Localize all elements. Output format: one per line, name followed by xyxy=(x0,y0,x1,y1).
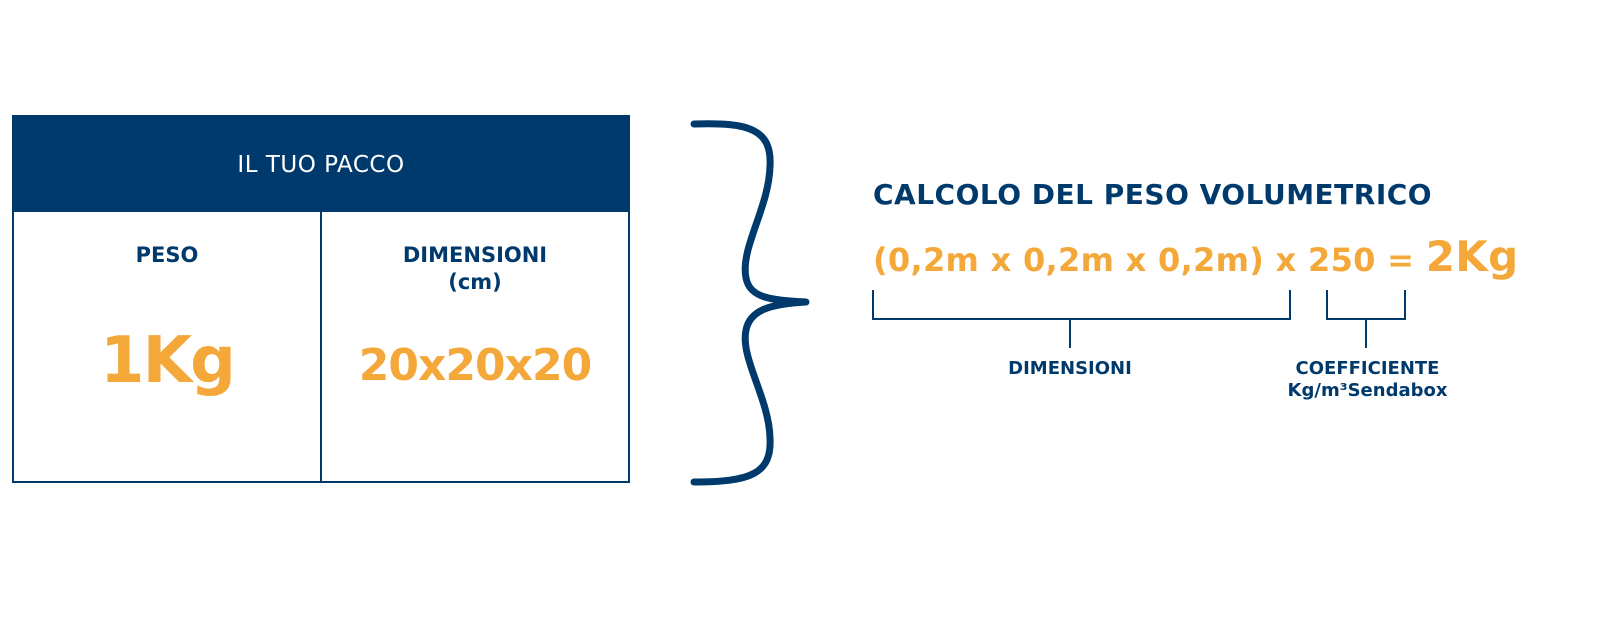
weight-label: PESO xyxy=(135,243,199,267)
dimensions-value: 20x20x20 xyxy=(358,340,592,391)
dimensions-bracket xyxy=(872,290,1291,348)
bracket-dimensions-label: DIMENSIONI xyxy=(1008,358,1132,379)
formula-title: CALCOLO DEL PESO VOLUMETRICO xyxy=(873,178,1433,211)
bracket-coefficient-unit: Kg/m³Sendabox xyxy=(1287,380,1448,401)
weight-value: 1Kg xyxy=(100,324,236,398)
bracket-coefficient-label-group: COEFFICIENTE Kg/m³Sendabox xyxy=(1270,358,1465,402)
package-card-header: IL TUO PACCO xyxy=(14,117,628,212)
dimensions-column: DIMENSIONI (cm) 20x20x20 xyxy=(322,212,628,481)
package-card-title: IL TUO PACCO xyxy=(237,151,405,178)
dimensions-label-group: DIMENSIONI (cm) xyxy=(322,242,628,296)
dimensions-label: DIMENSIONI xyxy=(402,243,548,267)
package-card: IL TUO PACCO PESO 1Kg DIMENSIONI (cm) 20… xyxy=(12,115,630,483)
weight-column: PESO 1Kg xyxy=(14,212,320,481)
column-divider xyxy=(320,212,322,481)
curly-brace-icon xyxy=(690,120,810,486)
formula-result: 2Kg xyxy=(1425,232,1519,281)
coefficient-bracket xyxy=(1326,290,1406,348)
dimensions-unit: (cm) xyxy=(448,270,502,294)
bracket-coefficient-label: COEFFICIENTE xyxy=(1295,358,1440,379)
formula-expression: (0,2m x 0,2m x 0,2m) x 250 = xyxy=(873,241,1415,279)
formula-brackets xyxy=(872,290,1406,348)
formula: (0,2m x 0,2m x 0,2m) x 250 = 2Kg xyxy=(873,232,1518,281)
